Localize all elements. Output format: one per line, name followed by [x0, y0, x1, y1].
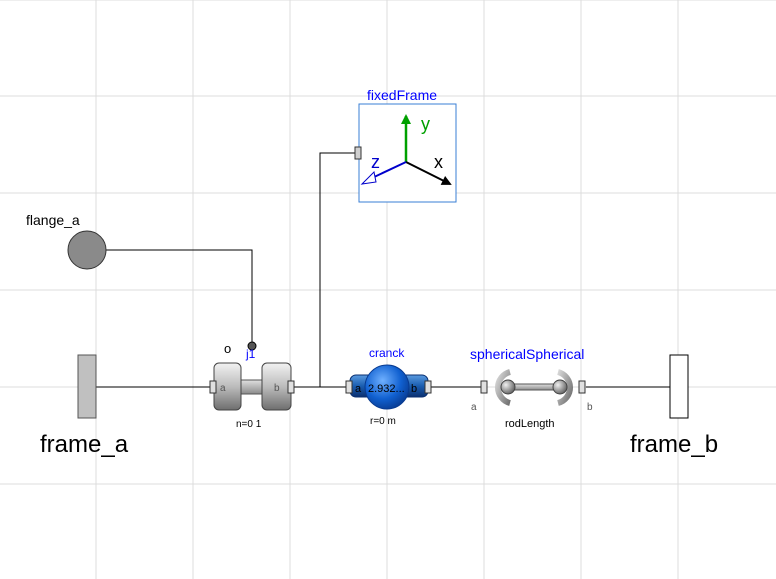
wire-fixed-to-j1 [293, 152, 358, 388]
frame-b-label: frame_b [630, 431, 718, 458]
j1-param: n=0 1 [236, 419, 262, 430]
spherical-port-b [578, 380, 586, 394]
cranck-port-a [345, 380, 353, 394]
j1-cylinder-left [213, 362, 242, 411]
frame-b-bar [669, 354, 689, 419]
fixed-frame-name: fixedFrame [367, 87, 437, 103]
cranck-component[interactable]: cranck a 2.932... b r=0 m [345, 346, 432, 427]
fixed-frame-port [354, 146, 362, 160]
spherical-socket-left [495, 369, 511, 406]
wire-flange-to-j1 [106, 249, 253, 346]
cranck-port-b [424, 380, 432, 394]
flange-a-circle [67, 230, 107, 270]
spherical-socket-right [557, 369, 573, 406]
frame-b-component[interactable]: frame_b [630, 354, 718, 458]
cranck-param: r=0 m [370, 416, 396, 427]
z-axis-arrowhead [360, 170, 377, 185]
spherical-port-a-label: a [471, 402, 477, 413]
cranck-name: cranck [369, 346, 405, 360]
axis-y-label: y [421, 114, 430, 134]
cranck-value: 2.932... [368, 383, 405, 395]
flange-a-label: flange_a [26, 212, 80, 228]
axis-x-label: x [434, 152, 443, 172]
j1-flange-port [247, 341, 257, 351]
spherical-spherical-component[interactable]: sphericalSpherical a b rodLength [470, 346, 593, 430]
revolute-j1-component[interactable]: o j1 a b n=0 1 [209, 341, 295, 430]
x-axis-arrow [405, 161, 452, 185]
j1-name: j1 [245, 347, 256, 361]
spherical-ball-right [552, 379, 568, 395]
j1-annotation-o: o [224, 341, 231, 356]
frame-a-bar [77, 354, 97, 419]
j1-port-a [209, 380, 217, 394]
cranck-port-a-label: a [355, 383, 362, 395]
j1-port-a-label: a [220, 383, 226, 394]
cranck-port-b-label: b [411, 383, 417, 395]
j1-port-b [287, 380, 295, 394]
connection-wires [96, 152, 670, 388]
axis-z-label: z [371, 152, 380, 172]
frame-a-label: frame_a [40, 431, 129, 458]
spherical-param: rodLength [505, 418, 555, 430]
spherical-port-a [480, 380, 488, 394]
flange-a-component[interactable]: flange_a [26, 212, 107, 270]
spherical-port-b-label: b [587, 402, 593, 413]
fixed-frame-component[interactable]: fixedFrame y x z [354, 87, 457, 203]
j1-port-b-label: b [274, 383, 280, 394]
z-axis-arrow [371, 161, 407, 179]
spherical-ball-left [500, 379, 516, 395]
spherical-name: sphericalSpherical [470, 346, 584, 362]
frame-a-component[interactable]: frame_a [40, 354, 129, 458]
cranck-sphere [364, 364, 410, 410]
